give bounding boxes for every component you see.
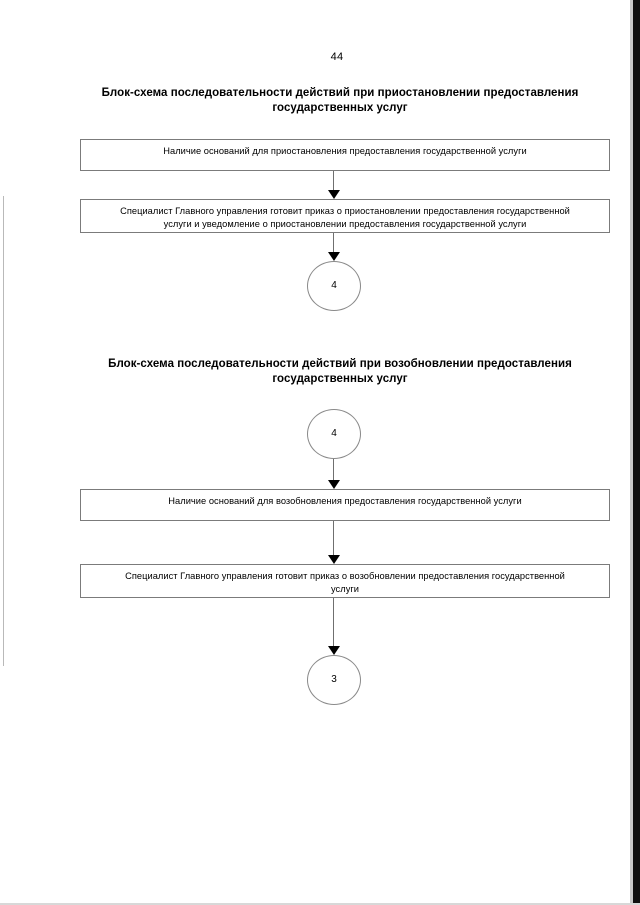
- scan-edge-bottom: [0, 903, 640, 905]
- section-title-suspension: Блок-схема последовательности действий п…: [101, 87, 579, 114]
- flow-node-suspension-order: Специалист Главного управления готовит п…: [80, 199, 610, 233]
- flow-node-resumption-order: Специалист Главного управления готовит п…: [80, 564, 610, 598]
- page-number: 44: [330, 51, 344, 63]
- arrow-shaft: [333, 233, 334, 252]
- flow-connector-in-4: 4: [307, 409, 361, 459]
- flow-node-text: Наличие оснований для приостановления пр…: [163, 146, 527, 156]
- flow-node-text: Специалист Главного управления готовит п…: [120, 206, 570, 229]
- arrow-head-icon: [328, 555, 340, 564]
- arrow-head-icon: [328, 252, 340, 261]
- section-title-resumption: Блок-схема последовательности действий п…: [108, 358, 572, 385]
- arrow-shaft: [333, 598, 334, 646]
- scan-edge-left: [3, 196, 4, 666]
- scan-edge-right: [633, 0, 640, 905]
- arrow-head-icon: [328, 646, 340, 655]
- arrow-shaft: [333, 459, 334, 480]
- flow-node-suspension-grounds: Наличие оснований для приостановления пр…: [80, 139, 610, 171]
- flow-node-text: Наличие оснований для возобновления пред…: [168, 496, 522, 506]
- flow-node-resumption-grounds: Наличие оснований для возобновления пред…: [80, 489, 610, 521]
- connector-label: 4: [331, 280, 337, 291]
- flow-node-text: Специалист Главного управления готовит п…: [125, 571, 565, 594]
- arrow-shaft: [333, 171, 334, 190]
- arrow-head-icon: [328, 190, 340, 199]
- connector-label: 3: [331, 674, 337, 685]
- scan-edge-right-soft: [630, 0, 633, 905]
- arrow-head-icon: [328, 480, 340, 489]
- flow-connector-out-4: 4: [307, 261, 361, 311]
- connector-label: 4: [331, 428, 337, 439]
- flow-connector-out-3: 3: [307, 655, 361, 705]
- arrow-shaft: [333, 521, 334, 555]
